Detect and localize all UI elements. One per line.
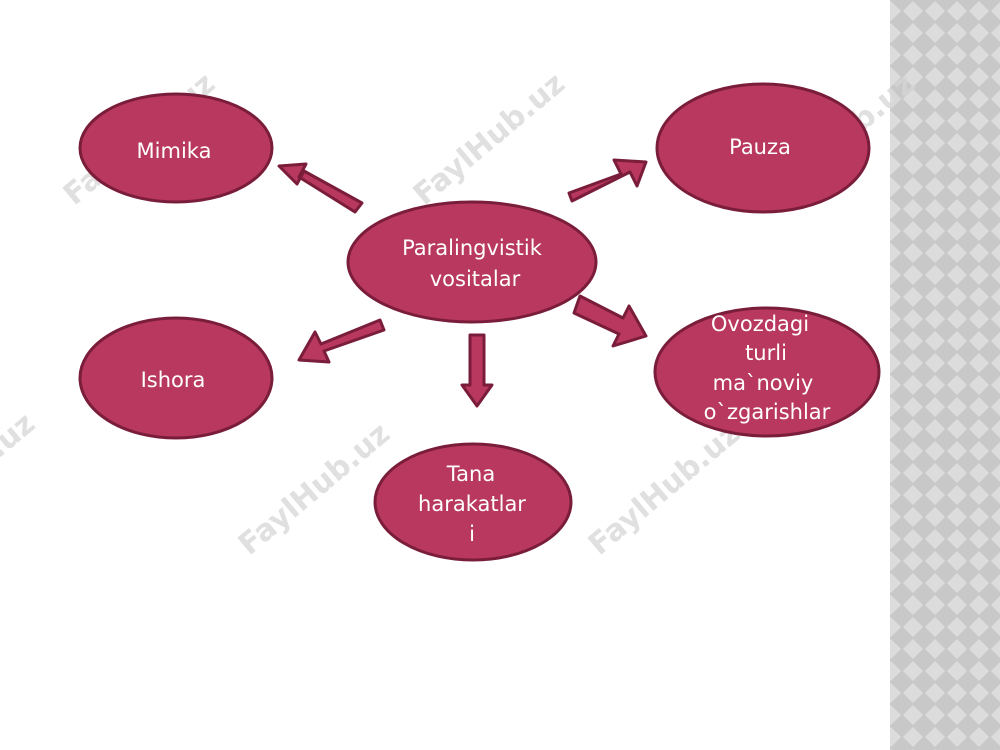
- sidebar-pattern: [890, 0, 1000, 750]
- watermark-text: FaylHub.uz: [0, 406, 42, 552]
- node-ovozdagi-label-1: Ovozdagi: [711, 312, 809, 336]
- node-tana: Tana harakatlar i: [373, 442, 573, 562]
- arrow-to-ishora: [297, 318, 386, 364]
- node-tana-label-3: i: [469, 522, 475, 546]
- node-ovozdagi: Ovozdagi turli ma`noviy o`zgarishlar: [653, 306, 881, 438]
- node-pauza: Pauza: [655, 82, 871, 214]
- arrow-to-ovozdagi: [572, 294, 648, 348]
- arrows: [277, 158, 648, 408]
- node-ovozdagi-label-2: turli: [745, 341, 787, 365]
- watermark-text: FaylHub.uz: [407, 66, 572, 212]
- node-center-label-2: vositalar: [430, 267, 521, 291]
- node-tana-label-2: harakatlar: [418, 492, 526, 516]
- node-center-label-1: Paralingvistik: [402, 236, 543, 260]
- watermark-text: FaylHub.uz: [232, 416, 397, 562]
- arrow-to-mimika: [277, 162, 364, 214]
- node-pauza-label: Pauza: [729, 135, 791, 159]
- arrow-to-pauza: [567, 158, 648, 203]
- node-center: Paralingvistik vositalar: [346, 200, 598, 324]
- arrow-to-tana: [460, 333, 494, 408]
- node-ovozdagi-label-3: ma`noviy: [713, 371, 814, 395]
- node-tana-label-1: Tana: [446, 462, 495, 486]
- node-mimika: Mimika: [78, 92, 274, 204]
- node-ishora-label: Ishora: [141, 368, 206, 392]
- node-ovozdagi-label-4: o`zgarishlar: [704, 400, 831, 424]
- node-ishora: Ishora: [78, 316, 274, 440]
- watermark-text: FaylHub.uz: [582, 416, 747, 562]
- node-mimika-label: Mimika: [137, 139, 212, 163]
